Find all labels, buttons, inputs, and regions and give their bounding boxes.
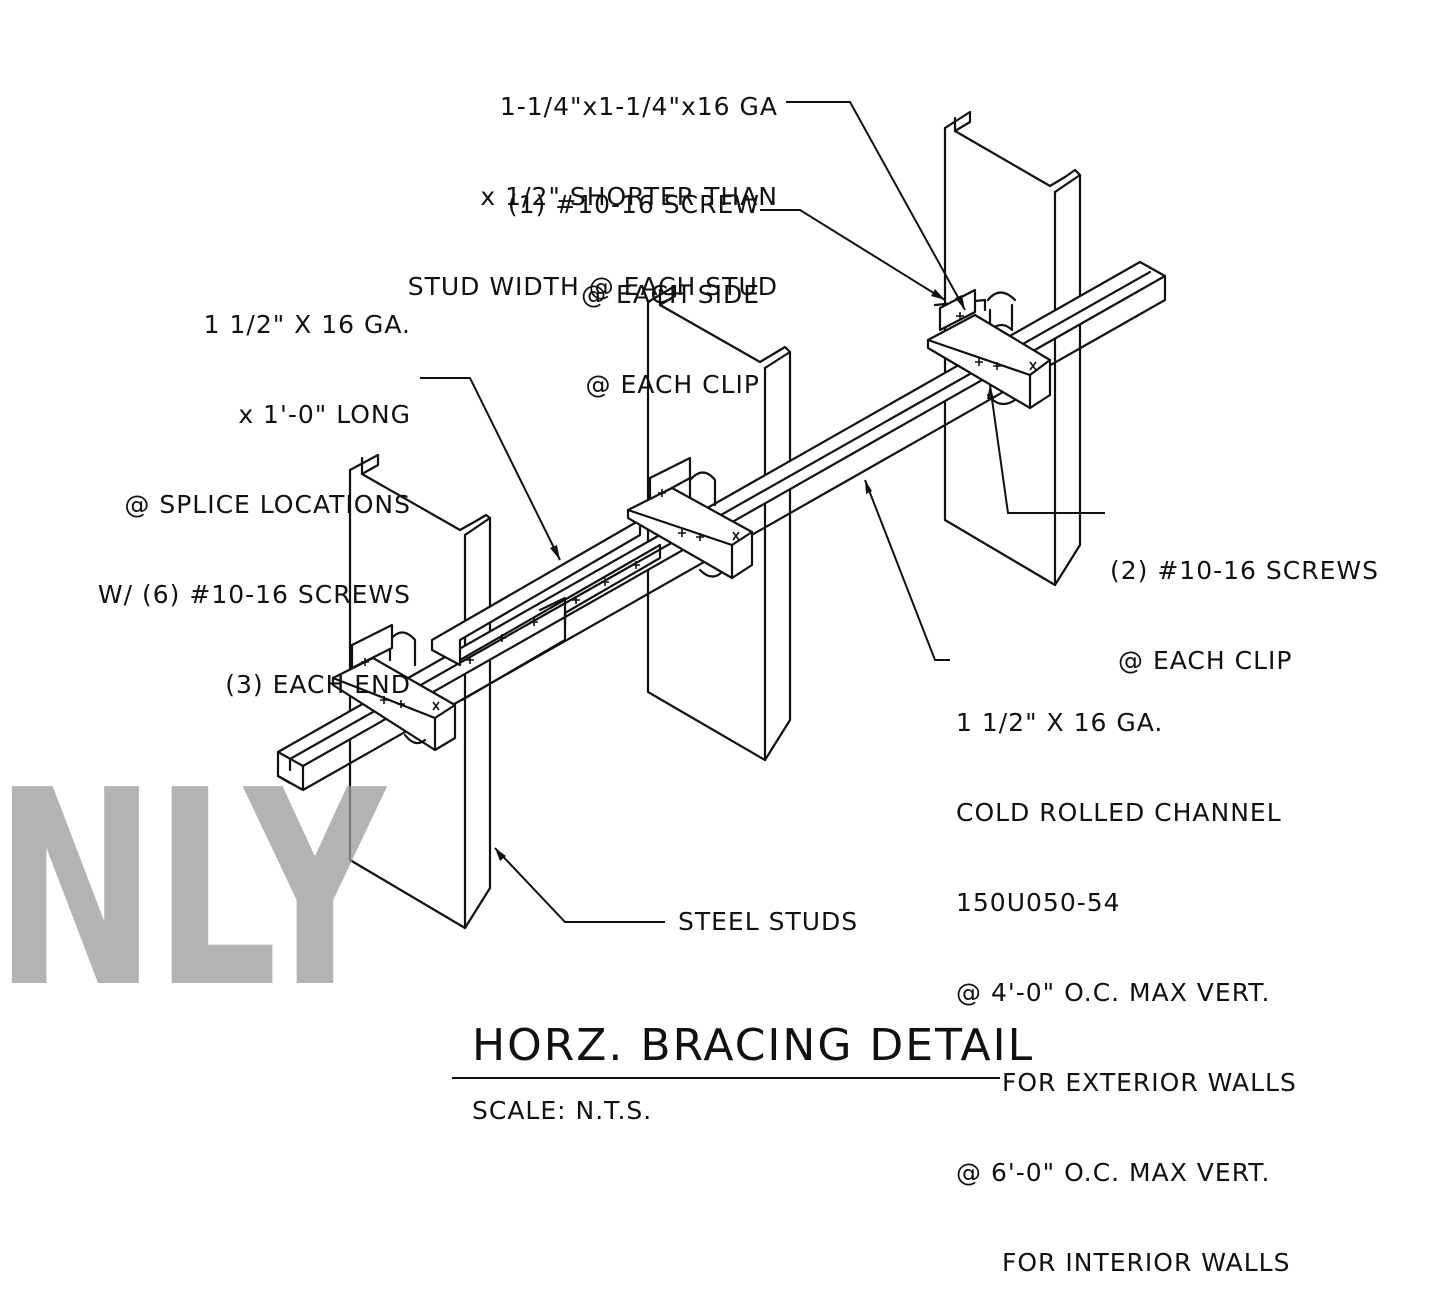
clip-note-line: STUD WIDTH @ EACH STUD (407, 272, 778, 301)
leader-splice (420, 377, 561, 561)
channel-note-line: 150U050-54 (956, 888, 1121, 917)
clip-right (926, 288, 1052, 410)
screw-marks (361, 312, 1037, 711)
splice-note-line: x 1'-0" LONG (238, 400, 411, 429)
screw-side-note-line: @ EACH CLIP (585, 370, 760, 399)
clip-note: 1-1/4"x1-1/4"x16 GA x 1/2" SHORTER THAN … (408, 32, 778, 332)
drawing-title: HORZ. BRACING DETAIL (472, 1020, 1035, 1071)
splice-note-line: W/ (6) #10-16 SCREWS (97, 580, 411, 609)
clip-note-line: x 1/2" SHORTER THAN (480, 182, 778, 211)
clip-middle (626, 456, 754, 580)
scale-label: SCALE: N.T.S. (472, 1096, 653, 1125)
bracing-detail-drawing (276, 101, 1167, 930)
leader-screw-side (760, 209, 946, 301)
leader-clip-screws (989, 384, 1105, 514)
clip-left (331, 623, 457, 752)
channel-note-line: @ 6'-0" O.C. MAX VERT. (956, 1158, 1271, 1187)
channel-note-line: 1 1/2" X 16 GA. (956, 708, 1164, 737)
clip-screws-note-line: @ EACH CLIP (1118, 646, 1293, 675)
title-underline (452, 1077, 1000, 1079)
leader-clip (786, 101, 966, 311)
watermark-stamp: NLY (0, 732, 385, 1047)
splice-note-line: (3) EACH END (225, 670, 411, 699)
channel-note-line: @ 4'-0" O.C. MAX VERT. (956, 978, 1271, 1007)
clip-note-line: 1-1/4"x1-1/4"x16 GA (499, 92, 778, 121)
channel-note-line: FOR INTERIOR WALLS (1002, 1248, 1291, 1277)
clip-screws-note-line: (2) #10-16 SCREWS (1110, 556, 1379, 585)
splice-note-line: @ SPLICE LOCATIONS (124, 490, 411, 519)
leader-studs (494, 847, 665, 923)
splice-note-line: 1 1/2" X 16 GA. (203, 310, 411, 339)
channel-note: 1 1/2" X 16 GA. COLD ROLLED CHANNEL 150U… (956, 648, 1297, 1308)
channel-note-line: COLD ROLLED CHANNEL (956, 798, 1282, 827)
leader-lines (420, 101, 1105, 923)
clip-screws-note: (2) #10-16 SCREWS @ EACH CLIP (1110, 496, 1379, 706)
screw-side-note: (1) #10-16 SCREW @ EACH SIDE @ EACH CLIP (508, 130, 760, 430)
screw-side-note-line: @ EACH SIDE (581, 280, 760, 309)
splice-note: 1 1/2" X 16 GA. x 1'-0" LONG @ SPLICE LO… (98, 250, 411, 730)
steel-studs-label: STEEL STUDS (678, 907, 859, 936)
channel-note-line: FOR EXTERIOR WALLS (1002, 1068, 1297, 1097)
screw-side-note-line: (1) #10-16 SCREW (507, 190, 760, 219)
arrowheads (495, 289, 994, 861)
leader-channel (864, 479, 950, 661)
